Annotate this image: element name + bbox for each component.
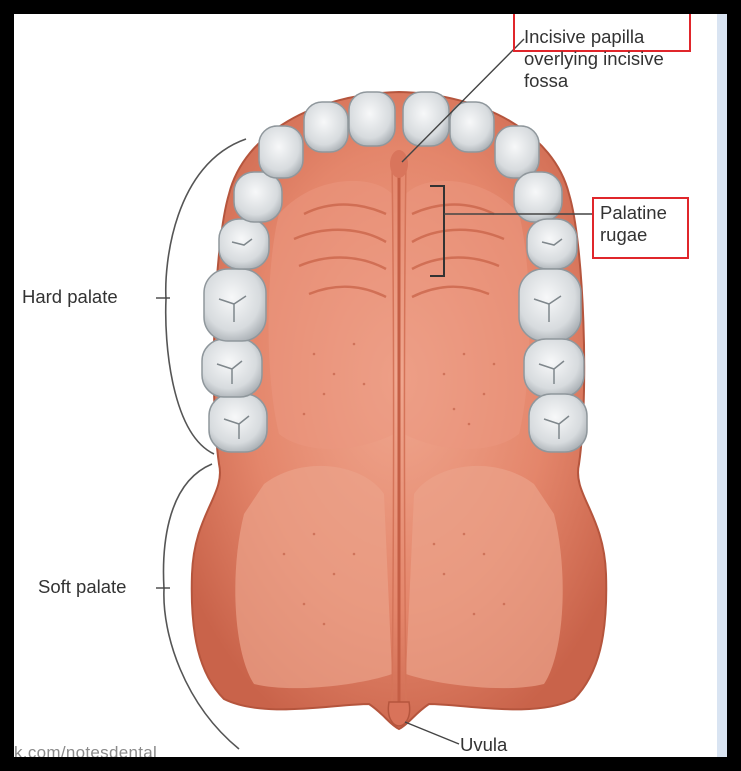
soft-palate-left-lobe	[235, 466, 392, 688]
uvula-leader	[405, 722, 459, 744]
palatine-label: Palatine rugae	[600, 202, 667, 246]
soft-palate-label: Soft palate	[38, 576, 126, 598]
hard-palate-left-lobe	[268, 181, 394, 449]
incisive-papilla	[390, 150, 408, 178]
source-watermark: k.com/notesdental	[14, 743, 157, 757]
soft-palate-right-lobe	[406, 466, 563, 688]
illustration-panel: Incisive papilla overlying incisive foss…	[14, 14, 727, 757]
hard-palate-label: Hard palate	[22, 286, 118, 308]
palate-illustration	[14, 14, 727, 757]
uvula-label: Uvula	[460, 734, 507, 756]
hard-palate-right-lobe	[404, 181, 530, 449]
incisive-label: Incisive papilla overlying incisive foss…	[524, 26, 664, 92]
